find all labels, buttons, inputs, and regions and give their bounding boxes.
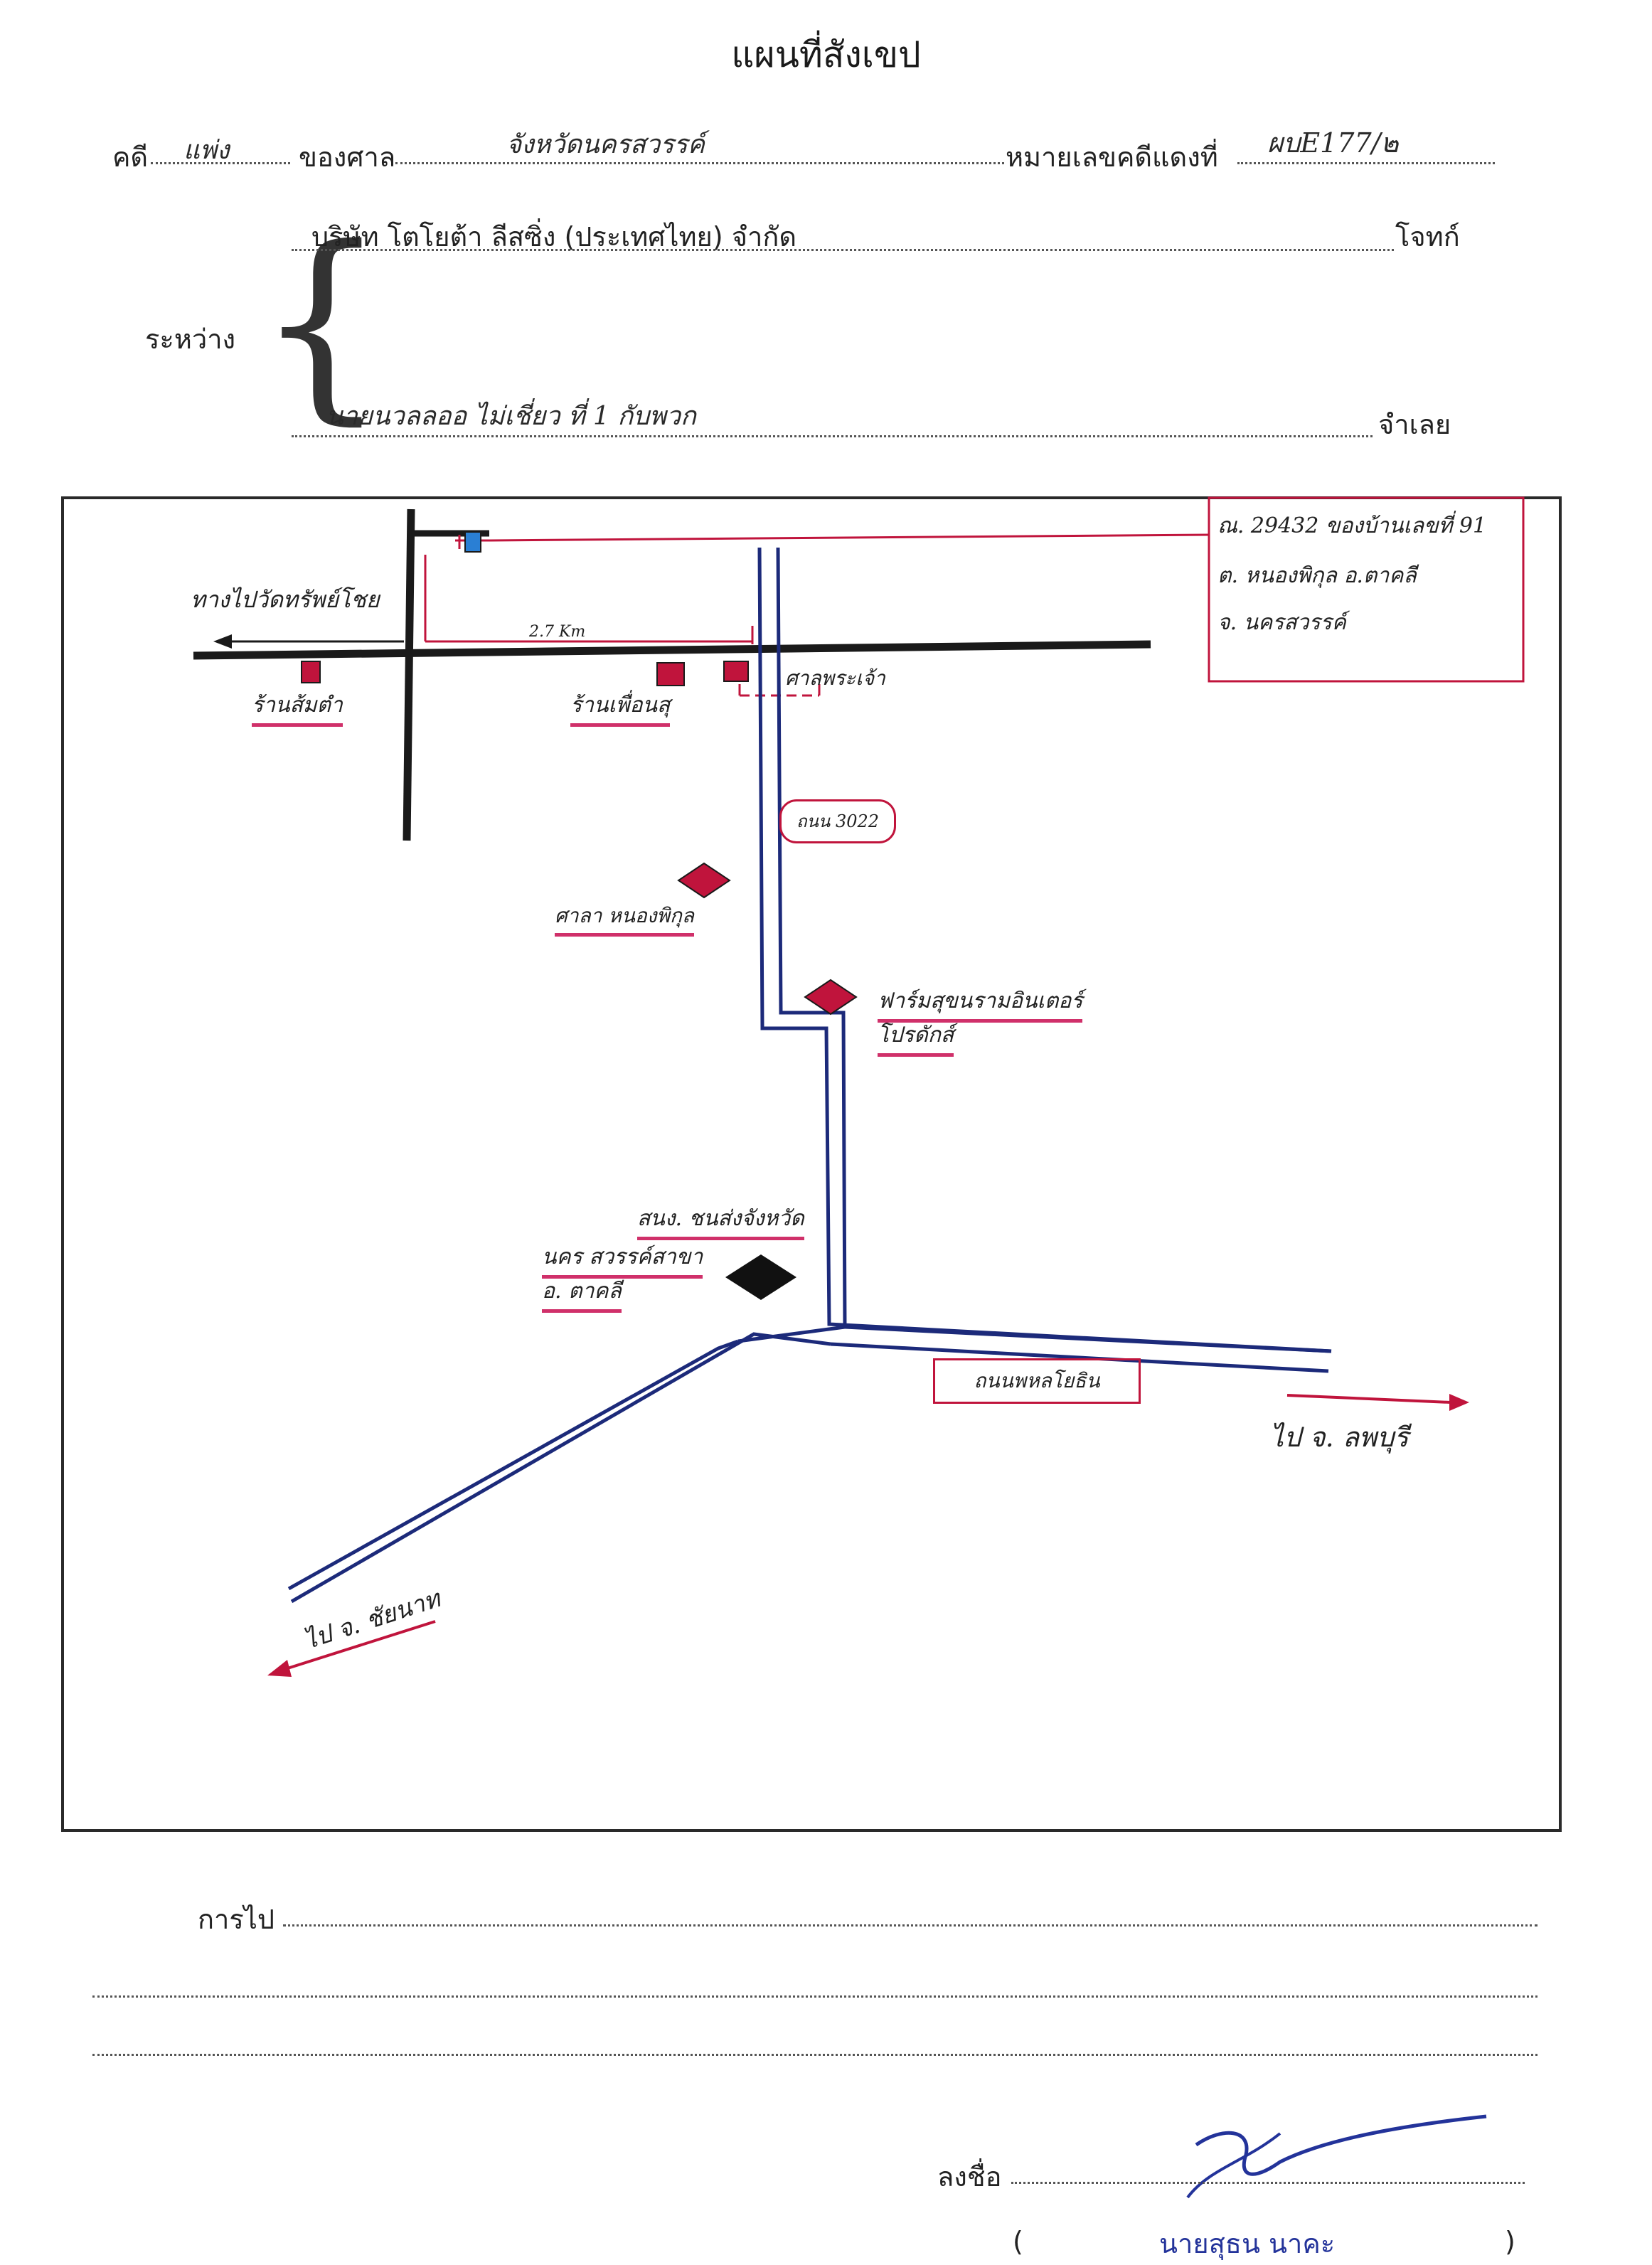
paren-open: ( xyxy=(1013,2226,1023,2257)
signature-scribble xyxy=(1195,2114,1487,2176)
case-type-dots xyxy=(151,162,290,164)
highway-north-west-edge xyxy=(287,1339,739,1591)
shop-west-marker-icon xyxy=(301,661,321,683)
address-line-1: ณ. 29432 ของบ้านเลขที่ 91 xyxy=(1217,513,1487,538)
signature-stroke xyxy=(1186,2132,1281,2199)
party-brace: { xyxy=(256,203,388,443)
case-type-value: แพ่ง xyxy=(183,136,230,165)
signer-name: นายสุธน นาคะ xyxy=(1159,2228,1336,2259)
highway-north-edge xyxy=(844,1325,1332,1353)
highway-south-west-edge xyxy=(290,1332,831,1604)
address-line-2: ต. หนองพิกุล อ.ตาคลี xyxy=(1217,563,1417,588)
highway-sign: ถนนพหลโยธิน xyxy=(933,1358,1141,1404)
defendant-dots xyxy=(292,435,1373,437)
address-leader-line xyxy=(490,533,1210,542)
plaintiff-label: โจทก์ xyxy=(1395,221,1460,252)
page-title: แผนที่สังเขป xyxy=(731,34,921,75)
house-pin-icon xyxy=(464,531,481,553)
office-marker-icon xyxy=(725,1254,796,1300)
directions-line-3 xyxy=(92,2054,1538,2056)
to-lopburi-label: ไป จ. ลพบุรี xyxy=(1270,1422,1409,1453)
address-line-3: จ. นครสวรรค์ xyxy=(1217,610,1346,635)
west-arrow-head xyxy=(213,634,232,649)
lopburi-arrow xyxy=(1286,1394,1451,1404)
court-label: ของศาล xyxy=(299,142,396,173)
road-3022-sign: ถนน 3022 xyxy=(779,799,896,843)
court-dots xyxy=(395,162,1004,164)
case-label: คดี xyxy=(112,142,149,173)
signature-line xyxy=(1011,2182,1525,2184)
plaintiff-name: บริษัท โตโยต้า ลีสซิ่ง (ประเทศไทย) จำกัด xyxy=(311,221,797,252)
office-label-1: สนง. ชนส่งจังหวัด xyxy=(637,1202,804,1240)
directions-label: การไป xyxy=(198,1904,275,1935)
shop-center-label: ร้านเพื่อนสุ xyxy=(570,688,671,727)
shrine-label: ศาลพระเจ้า xyxy=(785,666,885,690)
plaintiff-dots xyxy=(292,249,1394,251)
office-label-3: อ. ตาคลี xyxy=(542,1274,622,1313)
road-3022-west-edge xyxy=(776,547,847,1328)
shop-west-label: ร้านส้มตำ xyxy=(252,688,343,727)
main-local-road xyxy=(193,640,1151,660)
red-number-label: หมายเลขคดีแดงที่ xyxy=(1006,142,1218,173)
sign-label: ลงชื่อ xyxy=(937,2161,1002,2192)
vertical-local-road xyxy=(403,508,415,841)
distance-label: 2.7 Km xyxy=(529,623,586,641)
sala-marker-icon xyxy=(677,862,731,899)
shop-center-marker-icon xyxy=(656,662,685,686)
between-label: ระหว่าง xyxy=(145,324,236,355)
directions-line-1 xyxy=(283,1924,1538,1926)
address-box xyxy=(1208,496,1525,683)
defendant-label: จำเลย xyxy=(1378,409,1451,440)
sala-label: ศาลา หนองพิกุล xyxy=(555,900,694,937)
red-number-value: ผบE177/๒ xyxy=(1267,127,1399,159)
office-label-2: นคร สวรรค์สาขา xyxy=(542,1240,703,1279)
farm-label-1: ฟาร์มสุขนรามอินเตอร์ xyxy=(878,984,1083,1023)
farm-marker-icon xyxy=(804,979,858,1016)
chainat-arrow-head xyxy=(267,1660,292,1677)
court-name-value: จังหวัดนครสวรรค์ xyxy=(506,130,705,159)
farm-label-2: โปรดักส์ xyxy=(878,1018,954,1057)
chainat-arrow xyxy=(282,1620,436,1671)
highway-junction-edge xyxy=(737,1325,846,1343)
defendant-name: นายนวลลออ ไม่เชี่ยว ที่ 1 กับพวก xyxy=(326,402,696,431)
paren-close: ) xyxy=(1505,2226,1515,2257)
lopburi-arrow-head xyxy=(1449,1394,1469,1411)
directions-line-2 xyxy=(92,1995,1538,1998)
shrine-marker-icon xyxy=(723,661,749,682)
to-west-label: ทางไปวัดทรัพย์โชย xyxy=(191,586,380,613)
red-number-dots xyxy=(1237,162,1495,164)
map-frame xyxy=(61,496,1562,1832)
highway-south-edge xyxy=(830,1342,1329,1373)
